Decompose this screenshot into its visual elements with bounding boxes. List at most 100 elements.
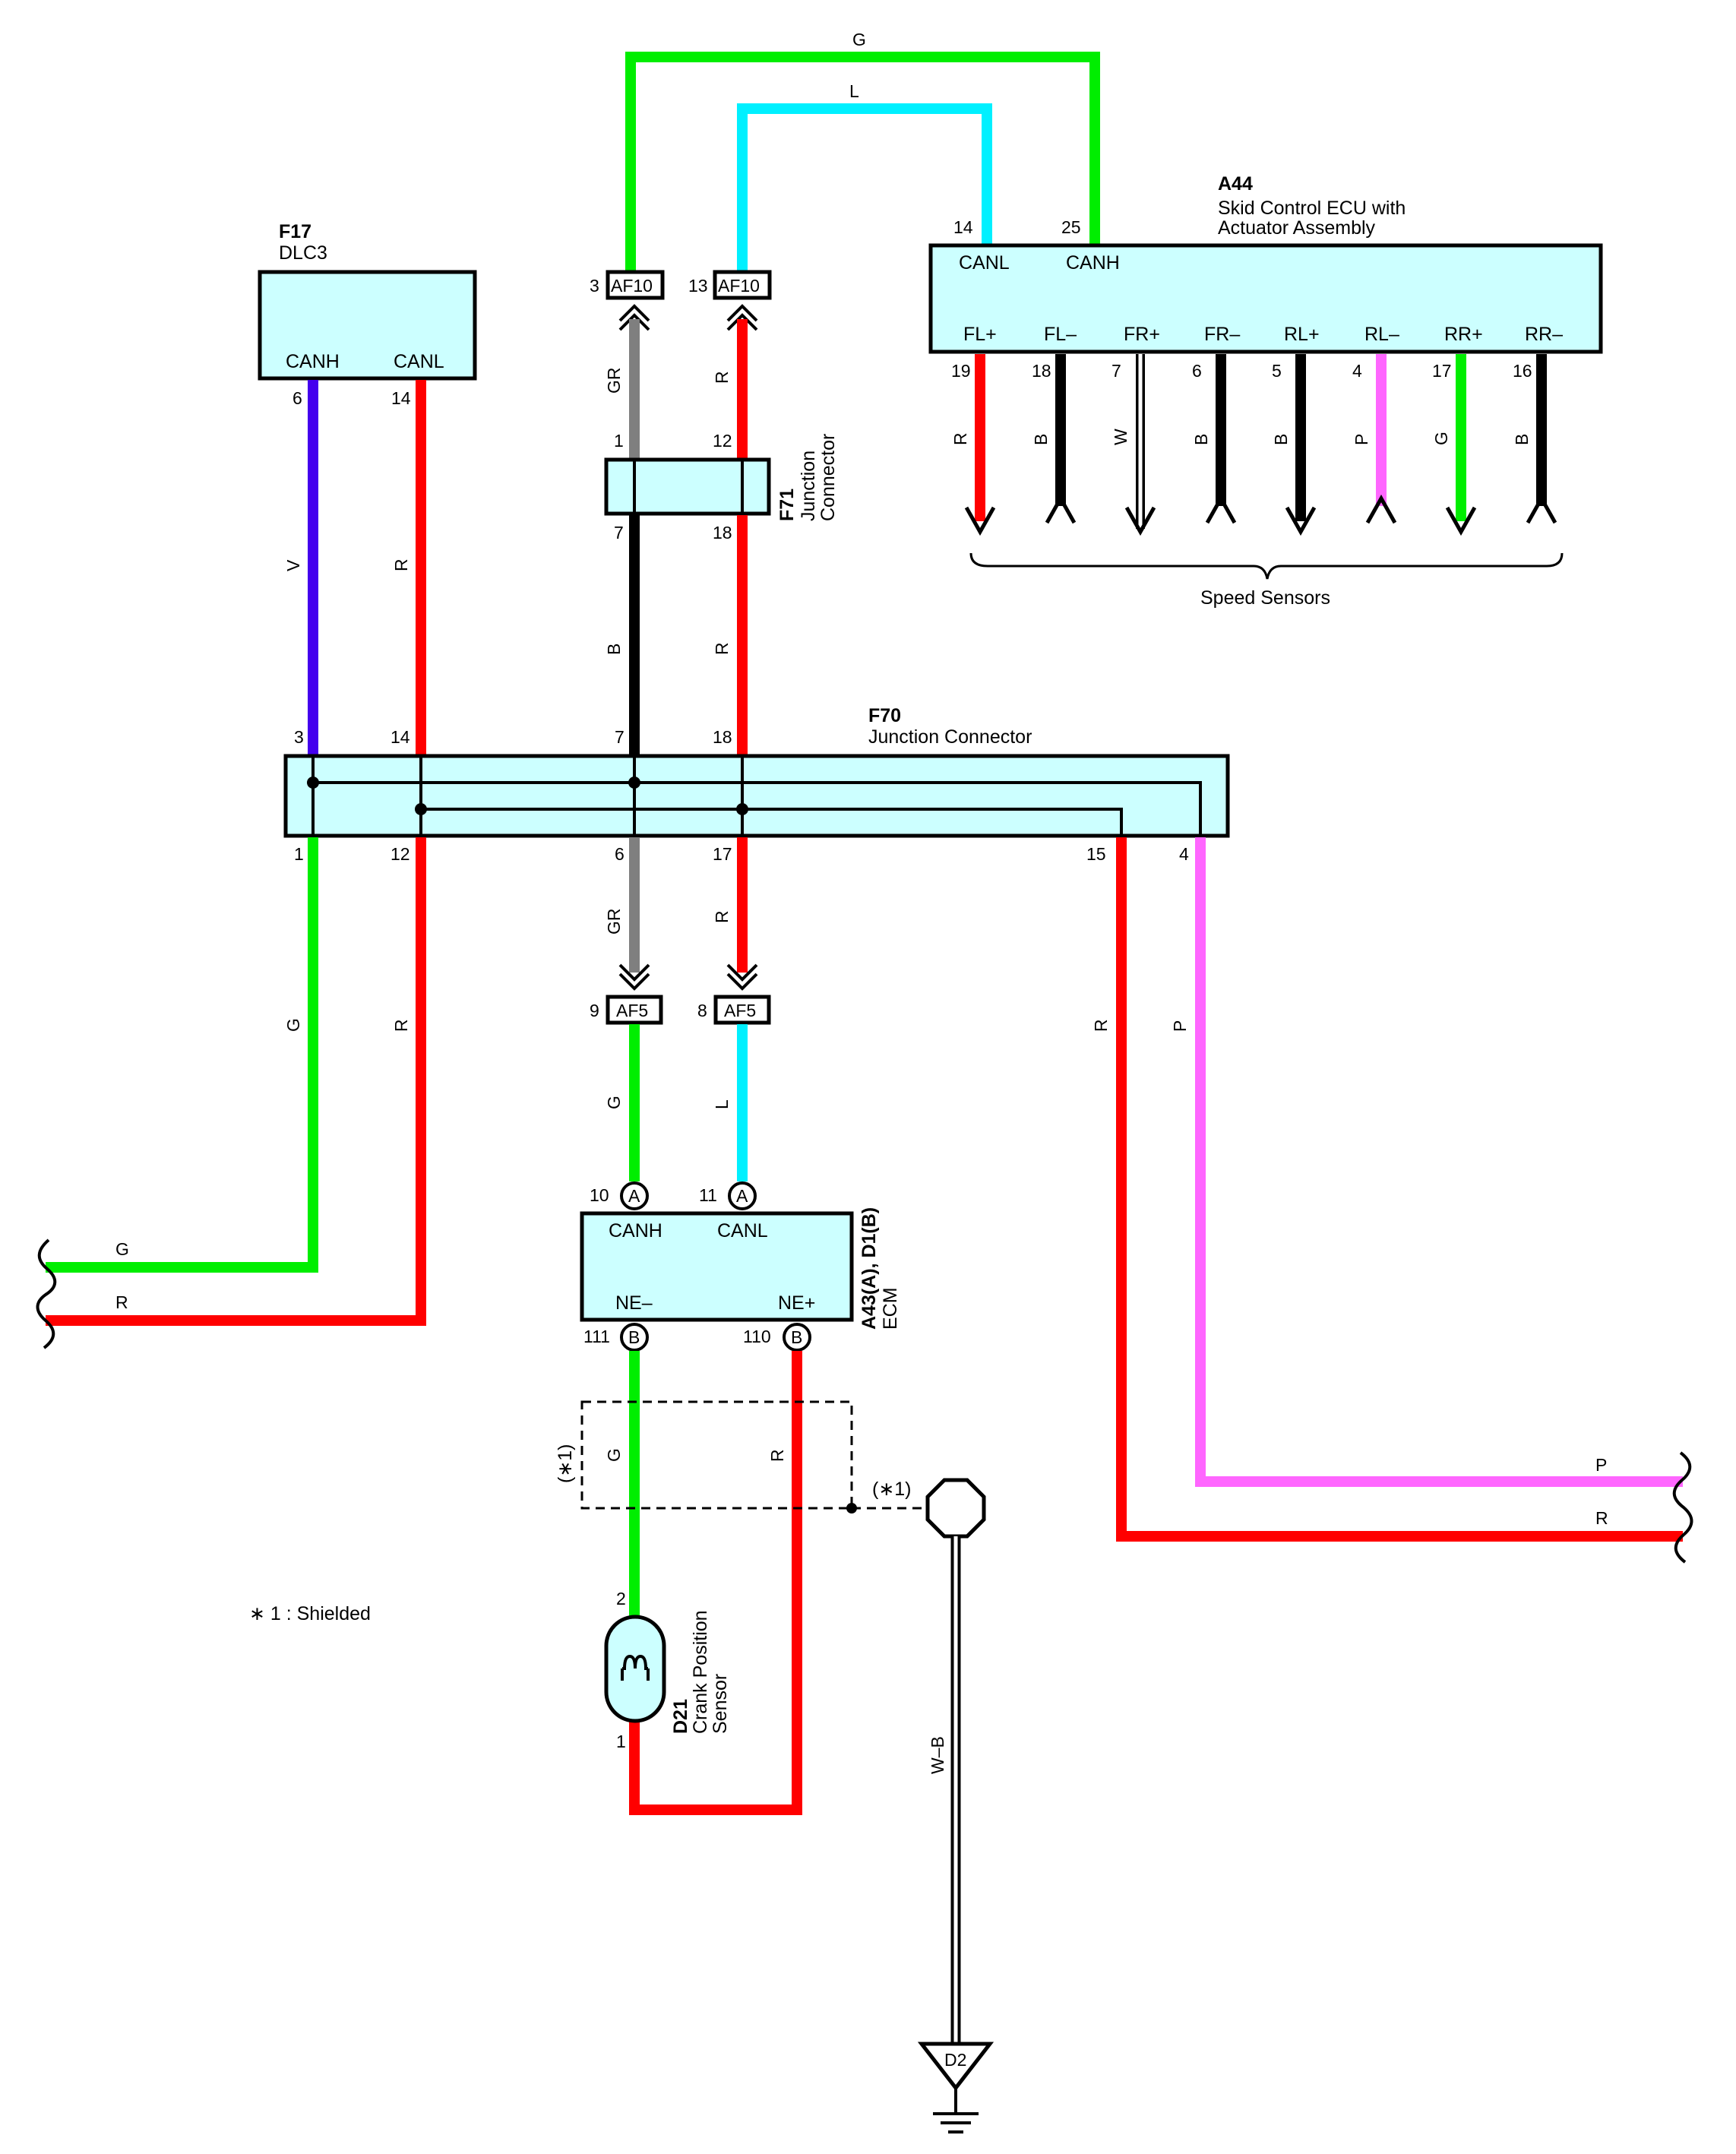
f70-pin-6: 6 (615, 844, 625, 864)
wire-r-f70-right-edge (1116, 837, 1683, 1542)
f17-name: DLC3 (279, 242, 327, 264)
ecm-conn-b-right-letter: B (791, 1327, 802, 1347)
wire-code-right-r: R (1091, 1019, 1111, 1032)
ecm-ne-plus-label: NE+ (778, 1292, 815, 1314)
af5-chevron-right (726, 963, 758, 991)
af10-id-left: AF10 (611, 276, 653, 296)
a44-term-rr-minus-pin: 16 (1513, 361, 1532, 381)
a44-canl-label: CANL (959, 252, 1010, 274)
d21-sensor-body (604, 1615, 666, 1723)
a44-term-fr-plus-arrow-icon (1124, 506, 1156, 536)
wire-g-f70-left-edge (46, 837, 318, 1273)
a44-term-fl-plus-label: FL+ (963, 324, 997, 345)
a44-term-rr-minus-label: RR– (1525, 324, 1563, 345)
af10-pin-3: 3 (590, 276, 599, 296)
a44-term-rl-plus-pin: 5 (1272, 361, 1282, 381)
ecm-conn-a-right (728, 1181, 757, 1210)
ecm-id: A43(A), D1(B) (859, 1207, 880, 1330)
wire-r-f70-left-edge (46, 837, 426, 1326)
f70-pin-12: 12 (391, 844, 410, 864)
af5-tag-left (606, 995, 663, 1025)
a44-term-fr-minus-wire-code: B (1191, 434, 1211, 445)
f17-pin-14: 14 (391, 388, 411, 408)
a44-term-fr-minus-label: FR– (1204, 324, 1240, 345)
a44-term-fl-plus-arrow-icon (964, 506, 996, 536)
ecm-pin-11: 11 (699, 1185, 717, 1205)
a44-term-fl-plus-wire-code: R (950, 432, 970, 445)
f17-id: F17 (279, 221, 311, 242)
ecm-conn-b-left (620, 1323, 649, 1352)
f17-dlc3-box (258, 270, 477, 381)
af10-tag-right (713, 270, 772, 300)
wire-code-f70-r: R (391, 1019, 411, 1032)
f71-junction-box (604, 457, 771, 516)
a44-term-rl-plus-arrow-icon (1285, 506, 1317, 536)
ground-point-d2-triangle (917, 2042, 994, 2092)
a44-term-rr-plus-label: RR+ (1444, 324, 1483, 345)
a44-pin-14: 14 (953, 217, 973, 237)
f70-pin-7: 7 (615, 727, 625, 747)
a44-term-rr-minus-wire-code: B (1512, 434, 1532, 445)
f17-canh-label: CANH (286, 351, 340, 372)
wire-code-af10-gr: GR (604, 368, 624, 394)
f71-name-2: Connector (817, 434, 839, 521)
ecm-pin-111: 111 (583, 1327, 610, 1346)
a44-sensor-terminals: FL+19RFL–18BFR+7WFR–6BRL+5BRL–4PRR+17GRR… (950, 324, 1563, 536)
ecm-conn-a-left (620, 1181, 649, 1210)
a44-term-rr-minus-arrow-icon (1526, 494, 1557, 524)
ecm-conn-b-left-letter: B (628, 1327, 640, 1347)
a44-term-fr-plus-pin: 7 (1111, 361, 1121, 381)
a44-name-2: Actuator Assembly (1218, 217, 1376, 239)
af5-id-left: AF5 (616, 1001, 648, 1020)
f70-pin-15: 15 (1086, 844, 1106, 864)
wire-code-end-p: P (1595, 1455, 1607, 1475)
a44-term-rl-minus-arrow-icon (1365, 494, 1397, 524)
left-edge-break-mark (36, 1238, 57, 1349)
wire-code-top-l: L (849, 81, 859, 101)
ecm-box (580, 1211, 854, 1322)
wire-code-top-g: G (852, 30, 866, 49)
f71-pin-7: 7 (614, 523, 624, 542)
wire-code-af5-g: G (604, 1096, 624, 1109)
wire-code-af5-r: R (712, 910, 732, 923)
a44-term-rr-plus-pin: 17 (1432, 361, 1452, 381)
a44-term-fr-plus-label: FR+ (1124, 324, 1160, 345)
d21-pin-2: 2 (616, 1589, 626, 1608)
af10-pin-13: 13 (688, 276, 708, 296)
wire-code-af10-r: R (712, 371, 732, 384)
a44-term-rl-plus-wire-code: B (1271, 434, 1291, 445)
wire-code-f70-g: G (283, 1018, 303, 1032)
f70-pin-14: 14 (391, 727, 410, 747)
wire-code-left-g: G (115, 1239, 129, 1259)
f70-pin-17: 17 (713, 844, 732, 864)
f70-id: F70 (868, 705, 901, 726)
f70-pin-3: 3 (294, 727, 304, 747)
f70-bus-junction-dots (307, 777, 748, 815)
a44-term-rl-minus-wire-code: P (1352, 434, 1371, 445)
a44-term-rl-minus-label: RL– (1364, 324, 1399, 345)
f71-pin-12: 12 (713, 431, 732, 451)
af5-chevron-left (618, 963, 650, 991)
a44-term-fr-plus-wire-code: W (1111, 429, 1130, 445)
shield-dashed-box (580, 1400, 853, 1510)
a44-term-fl-minus-label: FL– (1044, 324, 1077, 345)
ecm-pin-10: 10 (590, 1185, 609, 1205)
f71-pin-1: 1 (614, 431, 624, 451)
f70-pin-1: 1 (294, 844, 304, 864)
ground-symbol-icon (933, 2088, 979, 2133)
wire-code-f71-r: R (712, 642, 732, 655)
af10-chevron-left (618, 304, 650, 331)
wire-code-ground: W–B (928, 1736, 947, 1774)
d21-name-1: Crank Position (690, 1610, 711, 1734)
ecm-canl-label: CANL (717, 1220, 768, 1241)
wire-code-af5-gr: GR (604, 909, 624, 935)
d21-pin-1: 1 (616, 1732, 626, 1751)
f70-pin-4: 4 (1179, 844, 1189, 864)
f71-id: F71 (776, 489, 798, 521)
f70-internal-bus (311, 758, 1202, 834)
a44-term-fl-plus-pin: 19 (951, 361, 971, 381)
d21-id: D21 (670, 1699, 691, 1734)
wire-code-f71-b: B (604, 644, 624, 655)
a44-term-fr-minus-arrow-icon (1205, 494, 1237, 524)
